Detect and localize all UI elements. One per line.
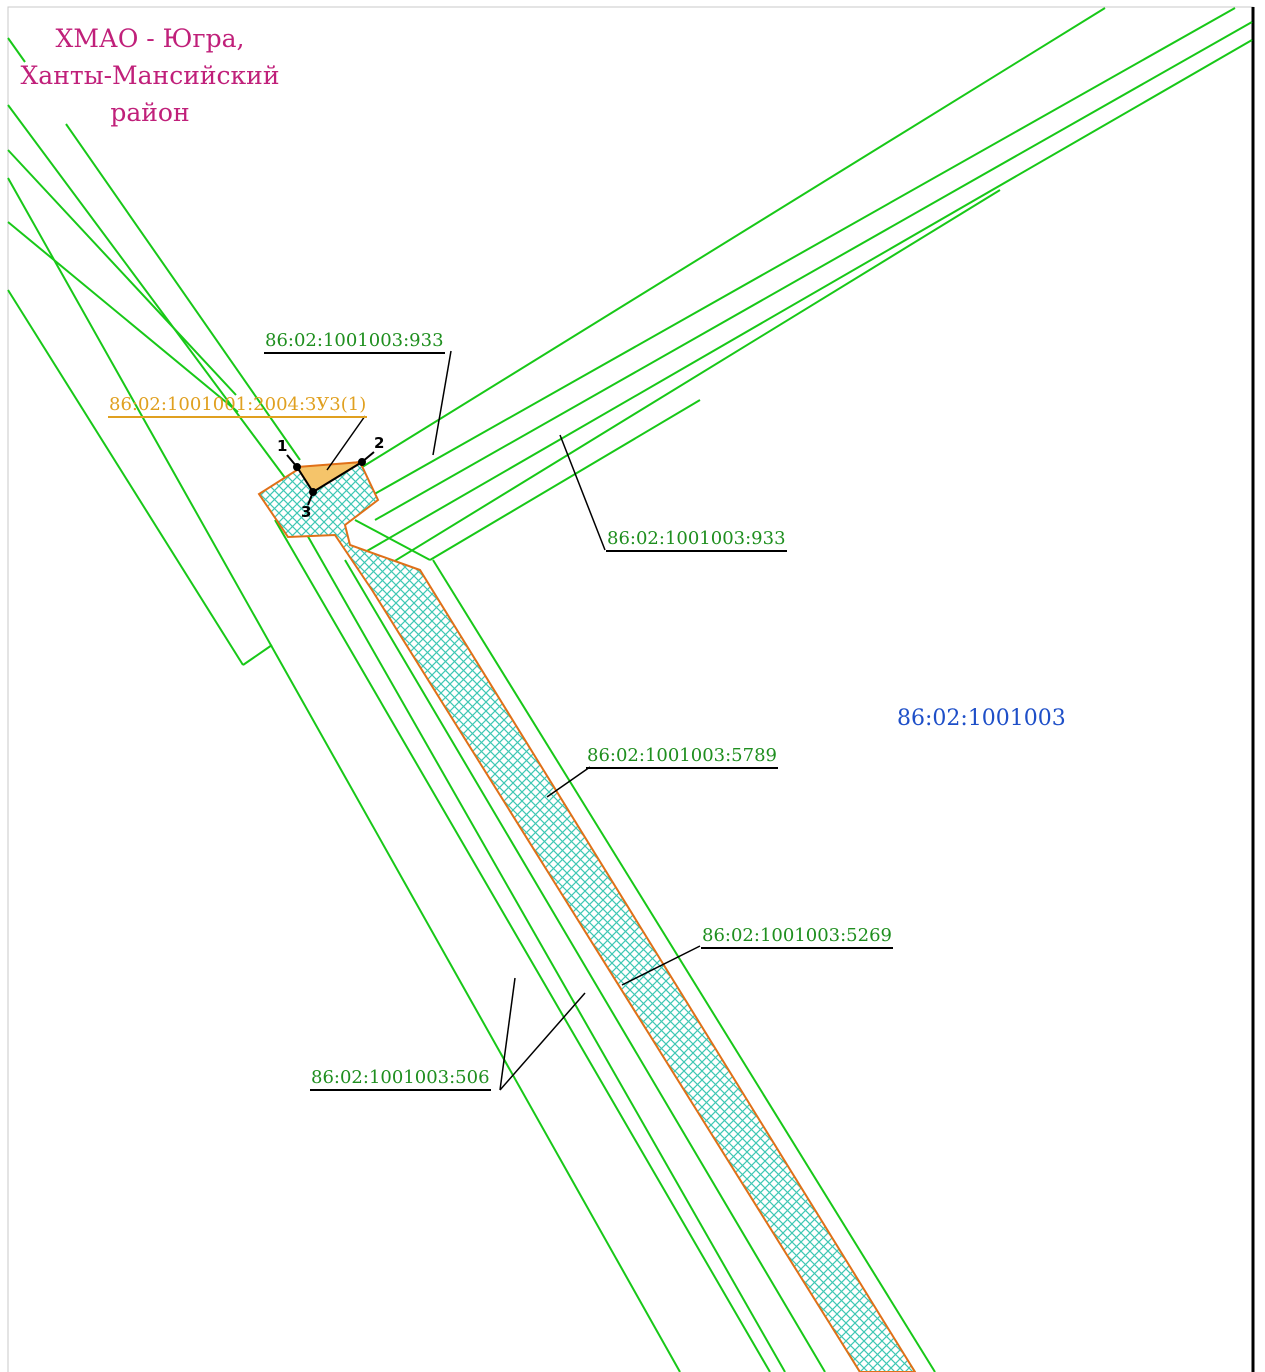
leader-lines <box>326 350 701 1091</box>
parcel-label-933-top: 86:02:1001003:933 <box>264 330 445 354</box>
point-label-3: 3 <box>301 503 312 521</box>
hatched-zone <box>257 460 917 1372</box>
point-label-1: 1 <box>277 437 288 455</box>
parcel-label-933-right: 86:02:1001003:933 <box>606 528 787 552</box>
quarter-label: 86:02:1001003 <box>897 706 1066 731</box>
parcel-label-5269: 86:02:1001003:5269 <box>701 925 893 949</box>
region-line-1: ХМАО - Югра, <box>55 24 245 53</box>
parcel-label-506: 86:02:1001003:506 <box>310 1067 491 1091</box>
region-label: ХМАО - Югра, Ханты-Мансийский район <box>20 20 280 131</box>
region-line-3: район <box>110 98 190 127</box>
parcel-label-5789: 86:02:1001003:5789 <box>586 745 778 769</box>
region-line-2: Ханты-Мансийский <box>20 61 280 90</box>
parcel-label-new: 86:02:1001001:2004:ЗУ3(1) <box>108 394 368 418</box>
boundary-lines <box>7 7 1253 1372</box>
survey-points <box>286 451 375 506</box>
point-label-2: 2 <box>374 434 385 452</box>
sheet-frame <box>7 6 1254 1372</box>
